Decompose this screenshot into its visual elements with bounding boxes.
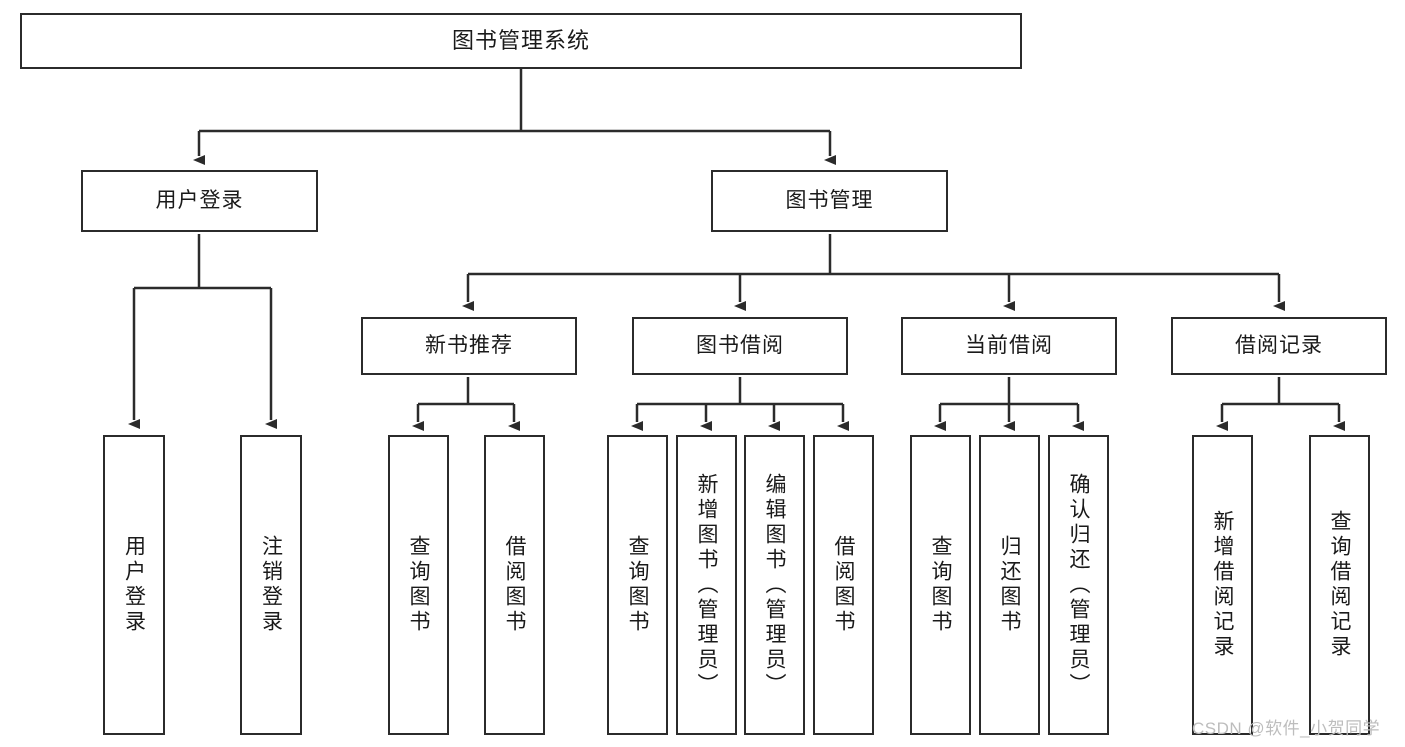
node-user-login[interactable]: 用户登录 (81, 170, 318, 232)
node-label: 新书推荐 (425, 334, 513, 358)
node-book-management[interactable]: 图书管理 (711, 170, 948, 232)
node-label: 查询图书 (626, 535, 649, 635)
node-label: 用户登录 (155, 189, 244, 213)
leaf-current-borrow-confirm[interactable]: 确认归还（管理员） (1048, 435, 1109, 735)
leaf-book-borrow-query[interactable]: 查询图书 (607, 435, 668, 735)
node-label: 图书借阅 (696, 334, 784, 358)
csdn-watermark: CSDN @软件_小贺同学 (1192, 719, 1381, 738)
node-label: 编辑图书（管理员） (763, 472, 786, 698)
leaf-borrow-record-add[interactable]: 新增借阅记录 (1192, 435, 1253, 735)
node-label: 新增图书（管理员） (695, 472, 718, 698)
leaf-book-borrow-edit[interactable]: 编辑图书（管理员） (744, 435, 805, 735)
node-label: 图书管理系统 (451, 27, 590, 53)
node-label: 归还图书 (998, 535, 1021, 635)
node-current-borrow[interactable]: 当前借阅 (901, 317, 1117, 375)
leaf-current-borrow-query[interactable]: 查询图书 (910, 435, 971, 735)
leaf-book-borrow-add[interactable]: 新增图书（管理员） (676, 435, 737, 735)
node-root-system[interactable]: 图书管理系统 (20, 13, 1022, 69)
node-book-borrow[interactable]: 图书借阅 (632, 317, 848, 375)
node-label: 当前借阅 (965, 334, 1053, 358)
node-label: 注销登录 (259, 535, 283, 635)
node-label: 新增借阅记录 (1211, 510, 1234, 660)
leaf-user-login-login[interactable]: 用户登录 (103, 435, 165, 735)
node-label: 用户登录 (122, 535, 146, 635)
node-label: 借阅图书 (503, 535, 526, 635)
leaf-user-login-logout[interactable]: 注销登录 (240, 435, 302, 735)
node-new-book-recommend[interactable]: 新书推荐 (361, 317, 577, 375)
node-label: 查询图书 (407, 535, 430, 635)
node-borrow-record[interactable]: 借阅记录 (1171, 317, 1387, 375)
leaf-borrow-record-query[interactable]: 查询借阅记录 (1309, 435, 1370, 735)
node-label: 查询图书 (929, 535, 952, 635)
node-label: 图书管理 (785, 189, 874, 213)
node-label: 查询借阅记录 (1328, 510, 1351, 660)
leaf-current-borrow-return[interactable]: 归还图书 (979, 435, 1040, 735)
leaf-new-book-query[interactable]: 查询图书 (388, 435, 449, 735)
node-label: 借阅记录 (1235, 334, 1323, 358)
node-label: 确认归还（管理员） (1067, 472, 1090, 698)
leaf-new-book-borrow[interactable]: 借阅图书 (484, 435, 545, 735)
leaf-book-borrow-borrow[interactable]: 借阅图书 (813, 435, 874, 735)
node-label: 借阅图书 (832, 535, 855, 635)
